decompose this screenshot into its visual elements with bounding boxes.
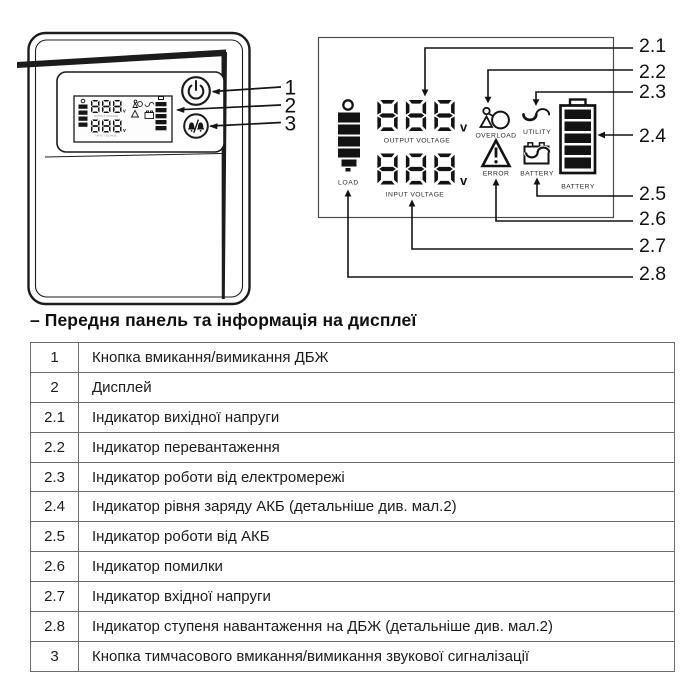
mini-battery-terminal bbox=[158, 96, 164, 100]
panel-swoosh-top bbox=[17, 49, 226, 68]
battery-gauge-label: BATTERY bbox=[561, 184, 595, 191]
callout-2-8-label: 2.8 bbox=[639, 263, 666, 285]
row-description: Індикатор помилки bbox=[78, 551, 675, 583]
output-voltage-display: v OUTPUT VOLTAGE bbox=[377, 100, 468, 145]
callout-2-5-label: 2.5 bbox=[639, 183, 666, 205]
table-row: 2.3 Індикатор роботи від електромережі bbox=[30, 461, 675, 493]
callout-arrowheads bbox=[344, 89, 605, 207]
callout-2-4-label: 2.4 bbox=[639, 125, 666, 147]
row-description: Індикатор вихідної напруги bbox=[78, 401, 675, 433]
row-number: 2.4 bbox=[30, 491, 79, 523]
utility-icon bbox=[522, 108, 551, 122]
mini-utility-icon bbox=[144, 102, 155, 107]
table-row: 2.6 Індикатор помилки bbox=[30, 551, 675, 583]
display-callout-labels: 2.1 2.2 2.3 2.4 2.5 2.6 2.7 2.8 bbox=[639, 35, 666, 285]
mini-load-icon bbox=[80, 98, 86, 104]
row-description: Кнопка вмикання/вимикання ДБЖ bbox=[78, 342, 675, 373]
ups-body-inner-line bbox=[34, 39, 244, 298]
callout-2-7-label: 2.7 bbox=[639, 235, 666, 257]
callout-2-1-label: 2.1 bbox=[639, 35, 666, 57]
row-number: 2.7 bbox=[30, 581, 79, 613]
row-description: Дисплей bbox=[78, 371, 675, 403]
mini-volt-unit: v bbox=[123, 128, 126, 134]
table-row: 2.8 Індикатор ступеня навантаження на ДБ… bbox=[30, 611, 675, 642]
callout-1-label: 1 bbox=[285, 77, 297, 100]
callout-lines bbox=[177, 86, 282, 127]
table-row: 3 Кнопка тимчасового вмикання/вимикання … bbox=[30, 640, 675, 672]
output-volt-unit: v bbox=[460, 120, 468, 135]
row-description: Кнопка тимчасового вмикання/вимикання зв… bbox=[78, 640, 675, 672]
overload-label: OVERLOAD bbox=[476, 133, 517, 140]
battery-mode-icon bbox=[523, 142, 552, 165]
lcd-content: v OUTPUT VOLTAGE v INPUT VOLTAGE bbox=[78, 96, 167, 138]
input-voltage-label: INPUT VOLTAGE bbox=[386, 192, 445, 199]
row-number: 2 bbox=[30, 371, 79, 403]
table-row: 2.7 Індикатор вхідної напруги bbox=[30, 581, 675, 613]
callout-2-label: 2 bbox=[285, 95, 297, 118]
section-heading: – Передня панель та інформація на диспле… bbox=[30, 310, 417, 330]
mini-volt-unit: v bbox=[123, 109, 126, 115]
row-number: 2.3 bbox=[30, 461, 79, 493]
row-number: 1 bbox=[30, 342, 79, 373]
callout-3-label: 3 bbox=[285, 113, 297, 136]
load-indicator-icon: LOAD bbox=[338, 99, 360, 187]
row-number: 3 bbox=[30, 640, 79, 672]
callout-2-2-label: 2.2 bbox=[639, 61, 666, 83]
table-row: 2.2 Індикатор перевантаження bbox=[30, 431, 675, 463]
row-number: 2.8 bbox=[30, 611, 79, 642]
row-description: Індикатор перевантаження bbox=[78, 431, 675, 463]
output-voltage-label: OUTPUT VOLTAGE bbox=[384, 138, 450, 145]
row-description: Індикатор ступеня навантаження на ДБЖ (д… bbox=[78, 611, 675, 642]
callout-arrowheads bbox=[176, 88, 220, 130]
error-label: ERROR bbox=[483, 171, 510, 178]
battery-mode-label: BATTERY bbox=[520, 171, 554, 178]
error-icon bbox=[480, 137, 512, 168]
mini-error-icon bbox=[130, 109, 140, 118]
callout-2-3-label: 2.3 bbox=[639, 81, 666, 103]
legend-table: 1 Кнопка вмикання/вимикання ДБЖ 2 Диспле… bbox=[30, 342, 675, 672]
utility-label: UTILITY bbox=[523, 129, 551, 136]
mini-input-label: INPUT VOLTAGE bbox=[95, 134, 116, 138]
battery-gauge-icon: BATTERY bbox=[559, 98, 597, 191]
power-icon bbox=[187, 79, 205, 100]
table-row: 2.5 Індикатор роботи від АКБ bbox=[30, 521, 675, 553]
input-voltage-display: v INPUT VOLTAGE bbox=[377, 153, 468, 199]
buzzer-button bbox=[183, 113, 209, 139]
mini-overload-icon bbox=[133, 99, 138, 104]
row-number: 2.1 bbox=[30, 401, 79, 433]
row-number: 2.5 bbox=[30, 521, 79, 553]
row-description: Індикатор роботи від АКБ bbox=[78, 521, 675, 553]
display-diagram-figure: LOAD v OUTPUT VOLTAGE v INPUT VOLTAGE OV… bbox=[317, 35, 666, 285]
panel-bottom-line bbox=[44, 153, 223, 158]
row-number: 2.6 bbox=[30, 551, 79, 583]
row-description: Індикатор роботи від електромережі bbox=[78, 461, 675, 493]
load-label: LOAD bbox=[338, 180, 359, 187]
row-description: Індикатор вхідної напруги bbox=[78, 581, 675, 613]
callout-lines bbox=[347, 47, 633, 278]
input-volt-unit: v bbox=[460, 173, 468, 188]
table-row: 2.1 Індикатор вихідної напруги bbox=[30, 401, 675, 433]
row-number: 2.2 bbox=[30, 431, 79, 463]
power-button bbox=[181, 76, 211, 106]
table-row: 1 Кнопка вмикання/вимикання ДБЖ bbox=[30, 342, 675, 373]
mini-output-label: OUTPUT VOLTAGE bbox=[94, 114, 118, 118]
ups-front-panel-figure: v OUTPUT VOLTAGE v INPUT VOLTAGE bbox=[17, 31, 297, 306]
mini-battery-icon bbox=[144, 112, 154, 119]
callout-2-6-label: 2.6 bbox=[639, 208, 666, 230]
table-row: 2.4 Індикатор рівня заряду АКБ (детальні… bbox=[30, 491, 675, 523]
row-description: Індикатор рівня заряду АКБ (детальніше д… bbox=[78, 491, 675, 523]
table-row: 2 Дисплей bbox=[30, 371, 675, 403]
bell-icon bbox=[187, 119, 205, 134]
overload-icon bbox=[478, 106, 510, 130]
